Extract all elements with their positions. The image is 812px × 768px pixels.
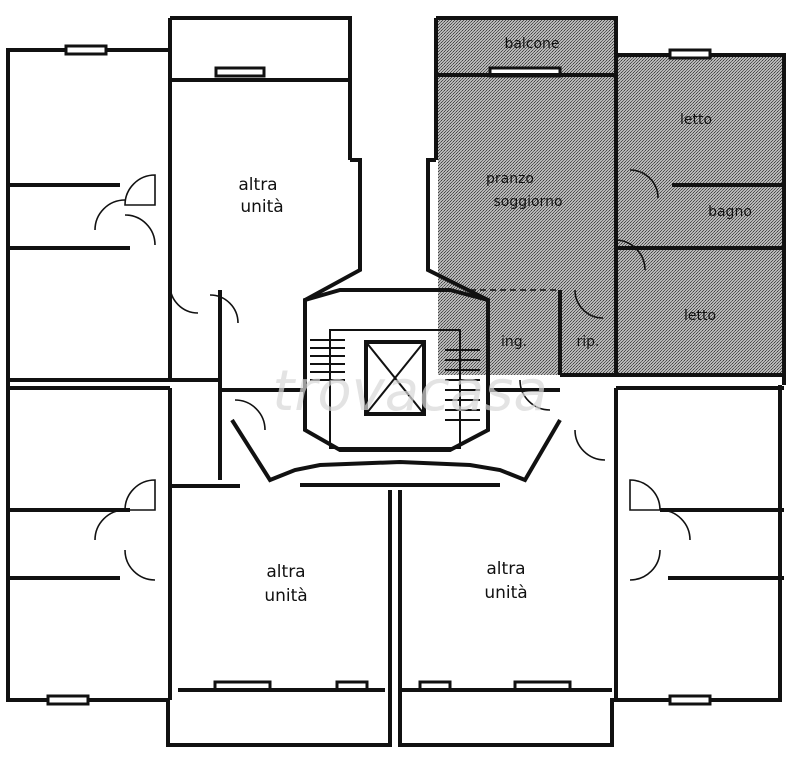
stair-core: [230, 288, 562, 487]
living-room-label-2: soggiorno: [493, 194, 562, 210]
other-unit-bottom-left-label-2: unità: [264, 586, 307, 606]
storage-label: rip.: [577, 334, 600, 350]
doors: [94, 169, 691, 581]
other-unit-top-label-2: unità: [240, 197, 283, 217]
watermark-text: trovacasa: [272, 359, 547, 424]
other-unit-top-label-1: altra: [238, 175, 277, 195]
stair-treads-left: [310, 339, 345, 381]
bedroom-1-label: letto: [680, 112, 712, 128]
interior-walls-right: [402, 55, 784, 700]
stair-treads-right: [445, 349, 480, 421]
other-unit-bottom-left-label-1: altra: [266, 562, 305, 582]
elevator-shaft: [364, 340, 426, 416]
other-unit-bottom-right-label-1: altra: [486, 559, 525, 579]
bathroom-label: bagno: [708, 204, 752, 220]
other-unit-bottom-right-label-2: unità: [484, 583, 527, 603]
balcony-label: balcone: [504, 36, 559, 52]
highlighted-apartment: [436, 18, 784, 375]
bedroom-2-label: letto: [684, 308, 716, 324]
living-room-label-1: pranzo: [486, 171, 534, 187]
interior-walls-left: [8, 50, 402, 700]
entrance-label: ing.: [501, 334, 527, 350]
